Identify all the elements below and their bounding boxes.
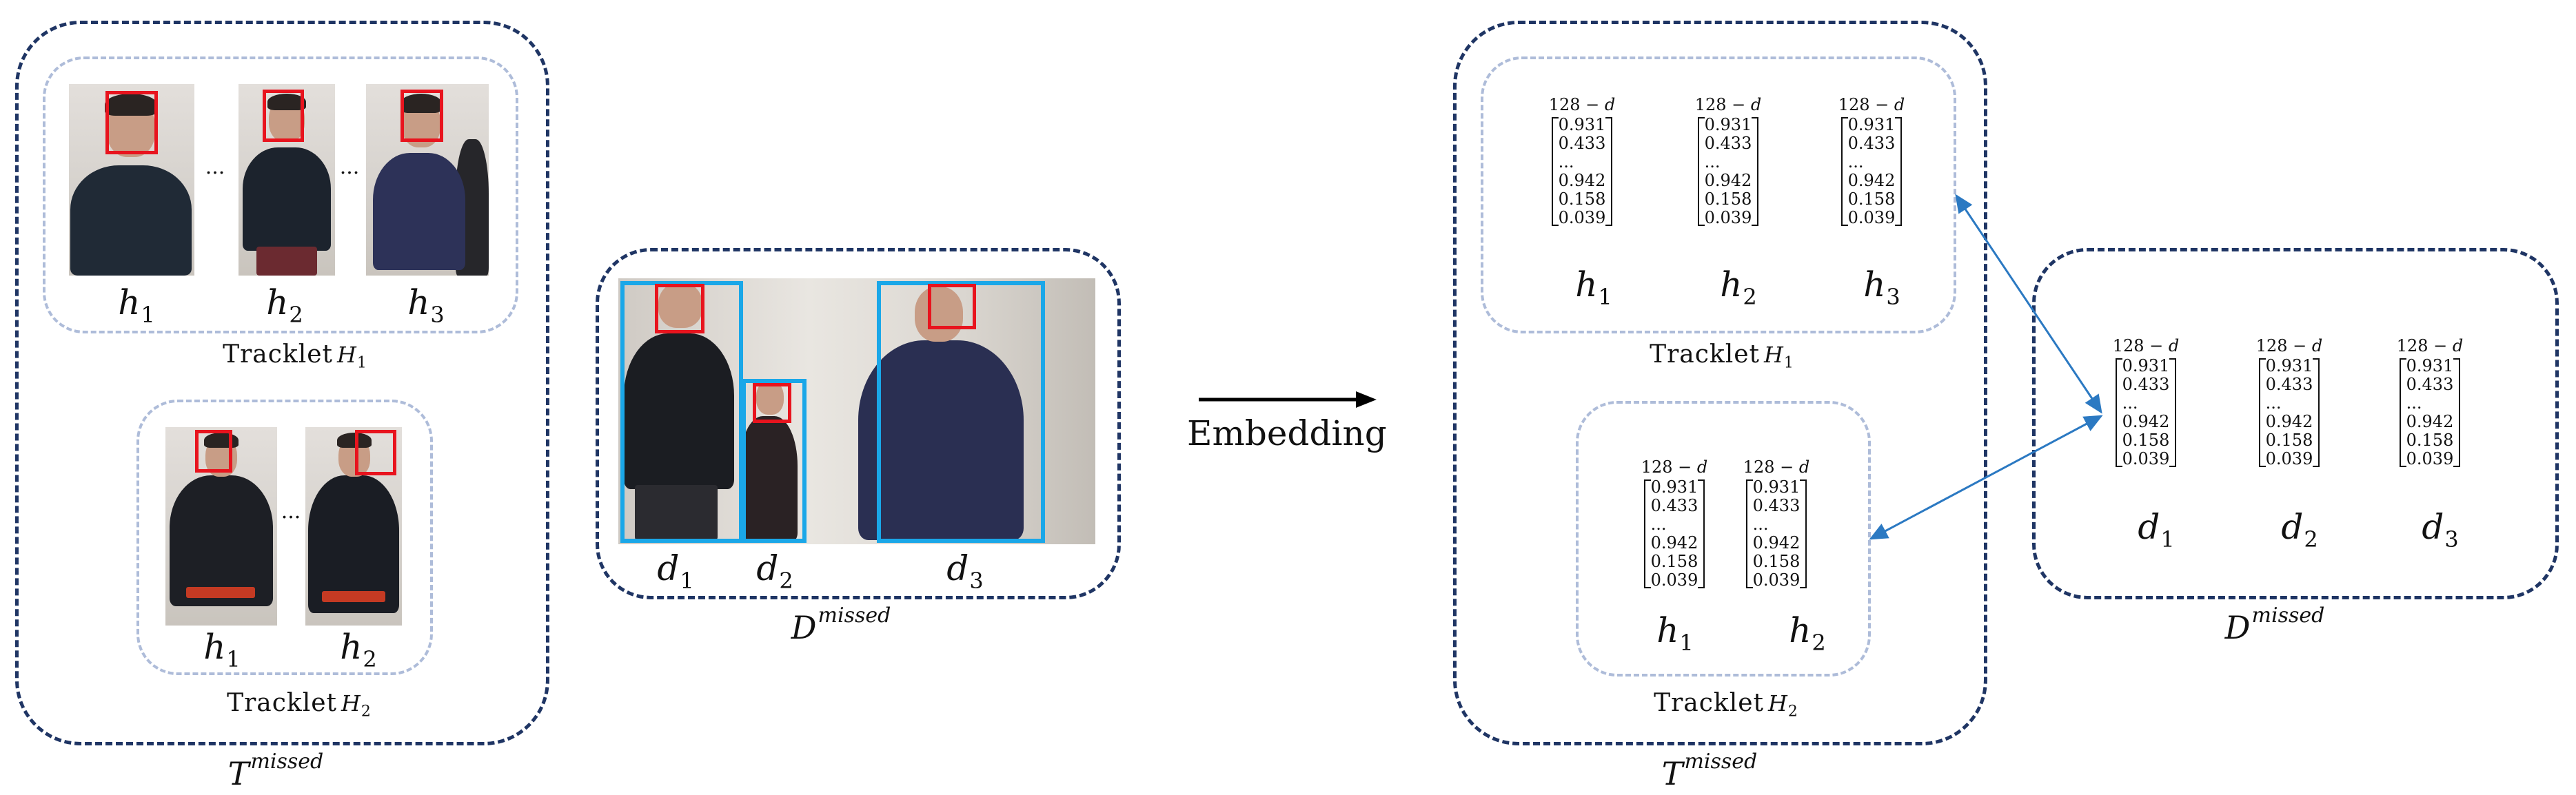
- detection-box-d2: [742, 379, 807, 543]
- label-tmissed-right: Tmissed: [1661, 750, 1758, 792]
- label-d2-mid: d2: [756, 548, 793, 594]
- face-box-h1-t2: [195, 430, 232, 473]
- face-box-h2-t2: [355, 430, 396, 475]
- tracklet-h1-frame-1: [69, 84, 194, 276]
- face-box-d1: [655, 284, 704, 333]
- face-box-d3: [928, 284, 976, 329]
- embedding-arrow: [1199, 391, 1377, 408]
- label-d3-right: d3: [2422, 507, 2459, 553]
- tracklet-h2-frame-1: [165, 427, 277, 626]
- label-h1-right: h1: [1575, 265, 1612, 310]
- label-h2-left: h2: [266, 282, 303, 328]
- tmissed-group-left: [15, 21, 549, 745]
- label-h2-left-t2: h2: [340, 627, 377, 672]
- label-h2-right: h2: [1720, 265, 1757, 310]
- embedding-label: Embedding: [1187, 413, 1387, 453]
- ellipsis-1: ...: [205, 155, 225, 179]
- label-h2-right-t2: h2: [1789, 610, 1826, 656]
- label-h1-left-t2: h1: [203, 627, 241, 672]
- dmissed-group: [596, 248, 1121, 599]
- label-h3-right: h3: [1863, 265, 1900, 310]
- label-d2-right: d2: [2281, 507, 2318, 553]
- tracklet-h1-frame-2: [239, 84, 335, 276]
- label-dmissed-mid: Dmissed: [791, 603, 891, 646]
- match-arrow-h1: [1955, 194, 2102, 414]
- face-box-h1: [105, 91, 158, 154]
- label-d1-mid: d1: [657, 548, 694, 594]
- face-box-h3: [400, 90, 443, 142]
- detection-box-d3: [877, 281, 1045, 543]
- tracklet-h2-frame-2: [305, 427, 402, 626]
- tracklet-h2-left-box: [136, 400, 433, 675]
- label-tmissed-left: Tmissed: [227, 750, 324, 792]
- label-d1-right: d1: [2138, 507, 2175, 553]
- label-h1-right-t2: h1: [1656, 610, 1694, 656]
- ellipsis-3: ...: [281, 499, 301, 524]
- face-box-h2: [263, 90, 304, 142]
- tracklet-h1-frame-3: [366, 84, 489, 276]
- tracklet-h1-left-box: [43, 56, 518, 333]
- tracklet-h1-right-box: [1481, 56, 1956, 333]
- label-dmissed-right: Dmissed: [2224, 603, 2325, 646]
- face-box-d2: [753, 383, 791, 423]
- label-h3-left: h3: [407, 282, 445, 328]
- ellipsis-2: ...: [339, 155, 360, 179]
- match-arrow-h2: [1869, 415, 2103, 540]
- label-h1-left: h1: [118, 282, 155, 328]
- label-d3-mid: d3: [946, 548, 984, 594]
- detection-box-d1: [620, 281, 743, 543]
- vector-dimension: 128 − d: [1548, 95, 1616, 114]
